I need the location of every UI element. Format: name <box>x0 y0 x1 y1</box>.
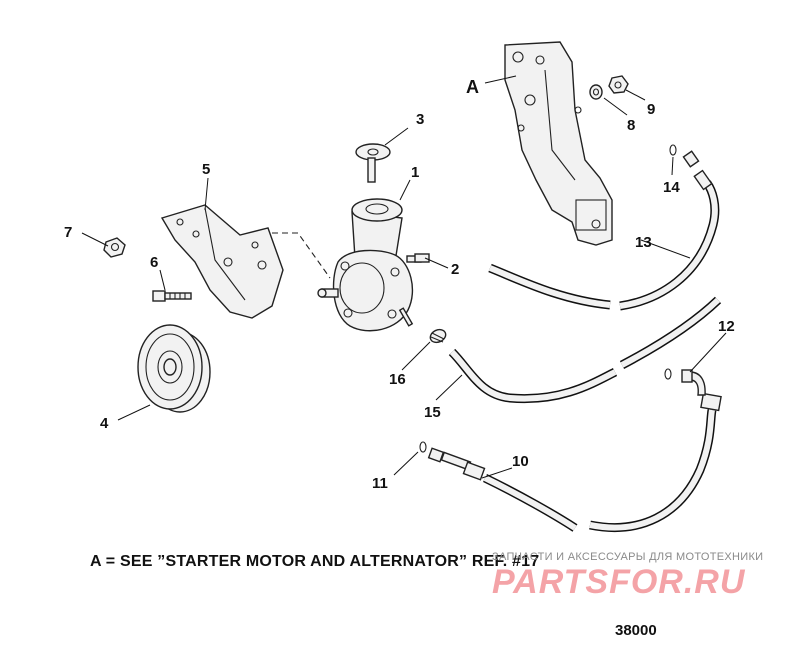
callout-4: 4 <box>100 415 109 432</box>
leader-lines <box>81 75 727 479</box>
callout-a: A <box>466 77 479 97</box>
fitting-part-16 <box>398 307 447 344</box>
callout-9: 9 <box>647 101 655 118</box>
o-ring-part-12 <box>664 368 672 380</box>
bolt-part-6 <box>152 290 192 302</box>
o-ring-part-14 <box>669 144 677 156</box>
watermark-subtitle: ЗАПЧАСТИ И АКСЕССУАРЫ ДЛЯ МОТОТЕХНИКИ <box>492 551 764 563</box>
reservoir-cap-part-3 <box>355 143 391 183</box>
callout-14: 14 <box>663 179 680 196</box>
hose-part-10 <box>427 409 717 533</box>
callout-2: 2 <box>451 261 459 278</box>
callout-8: 8 <box>627 117 635 134</box>
reference-note: A = SEE ”STARTER MOTOR AND ALTERNATOR” R… <box>90 553 540 570</box>
callout-7: 7 <box>64 224 72 241</box>
callout-11: 11 <box>372 475 388 492</box>
callout-15: 15 <box>424 404 441 421</box>
fitting-part-12 <box>681 369 722 412</box>
callout-10: 10 <box>512 453 529 470</box>
power-steering-pump-part-1 <box>317 198 422 332</box>
figure-number: 38000 <box>615 622 657 639</box>
hose-part-15 <box>448 296 722 404</box>
washer-part-8 <box>589 84 603 100</box>
watermark-logo: PARTSFOR.RU <box>492 563 746 601</box>
pulley-part-4 <box>137 324 211 413</box>
callout-1: 1 <box>411 164 419 181</box>
callout-16: 16 <box>389 371 406 388</box>
o-ring-part-11 <box>419 441 427 453</box>
callout-12: 12 <box>718 318 735 335</box>
callout-6: 6 <box>150 254 158 271</box>
pump-bracket-part-5 <box>160 204 284 319</box>
hose-part-13 <box>488 150 720 311</box>
nut-part-7 <box>103 237 126 258</box>
callout-3: 3 <box>416 111 424 128</box>
fitting-part-2 <box>414 253 430 263</box>
nut-part-9 <box>608 75 629 94</box>
callout-5: 5 <box>202 161 210 178</box>
bracket-a <box>504 41 613 246</box>
callout-13: 13 <box>635 234 652 251</box>
